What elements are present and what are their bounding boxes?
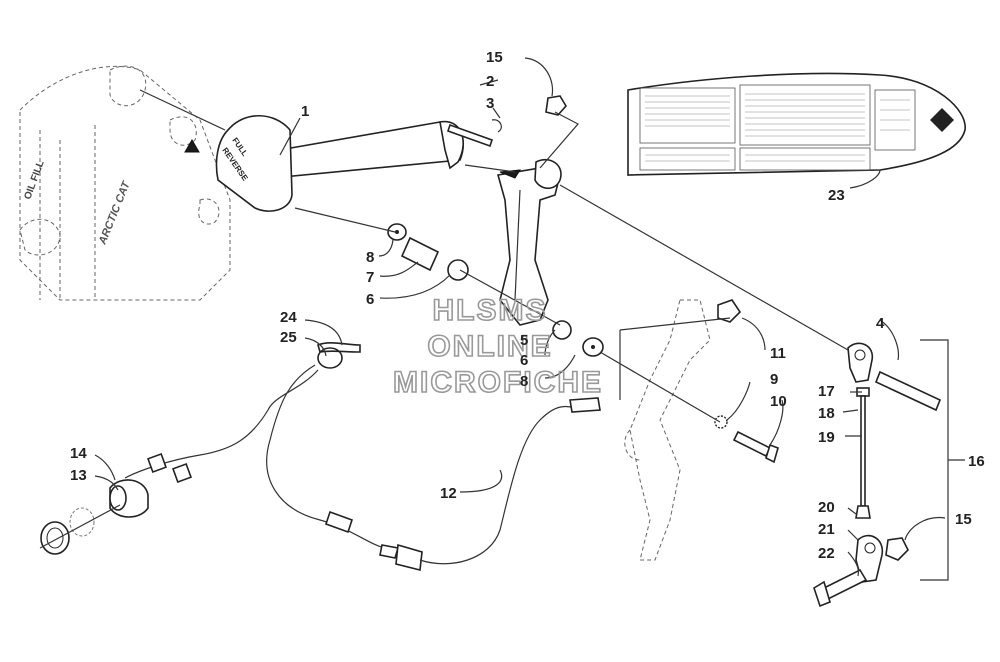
reverse-lever-arm [496,158,562,326]
callout-11: 11 [770,345,786,362]
wiring-harness [124,342,601,571]
callout-5: 5 [520,332,528,349]
callout-2: 2 [486,73,494,90]
callout-19: 19 [818,429,835,446]
watermark-line2: ONLINE [427,330,552,363]
oil-fill-label: OIL FILL [22,159,46,201]
callout-6-left: 6 [366,291,374,308]
callout-10: 10 [770,393,787,410]
callout-7: 7 [366,269,374,286]
watermark: HLSMS ONLINE MICROFICHE [392,293,603,400]
callout-17: 17 [818,383,835,400]
linkage-rod-assembly [813,342,942,608]
watermark-line3: MICROFICHE [393,366,603,399]
callout-1: 1 [301,103,309,120]
reverse-handle: FULL REVERSE [215,115,465,212]
pin-and-clip [446,119,502,148]
callout-8-left: 8 [366,249,374,266]
callout-24: 24 [280,309,297,326]
engine-housing: OIL FILL ARCTIC CAT [19,65,231,301]
callout-13: 13 [70,467,87,484]
callout-14: 14 [70,445,87,462]
nut-11 [717,299,742,323]
brand-label: ARCTIC CAT [96,179,133,247]
bushing-stack-left [387,223,469,281]
leader-lines [39,57,946,577]
bracket-16 [920,339,965,581]
switch-13 [109,479,149,518]
callout-4: 4 [876,315,885,332]
callout-15-lower: 15 [955,511,972,528]
callout-3: 3 [486,95,494,112]
callout-6-right: 6 [520,352,528,369]
callout-20: 20 [818,499,835,516]
warning-decal [627,72,966,176]
callout-9: 9 [770,371,778,388]
callout-23: 23 [828,187,845,204]
pedal-bracket [624,299,711,561]
star-washer-9 [714,415,728,429]
callout-21: 21 [818,521,835,538]
bolt-10 [732,430,779,464]
watermark-line1: HLSMS [433,294,548,327]
callout-25: 25 [280,329,297,346]
callout-18: 18 [818,405,835,422]
nut-14 [40,507,95,555]
callouts: 1 2 3 15 23 8 7 6 5 6 8 11 9 10 4 17 18 … [70,49,985,562]
callout-22: 22 [818,545,835,562]
bushing-stack-right [552,320,604,357]
callout-16: 16 [968,453,985,470]
callout-8-right: 8 [520,373,528,390]
callout-12: 12 [440,485,457,502]
nut-upper [545,95,567,116]
callout-15-upper: 15 [486,49,503,66]
